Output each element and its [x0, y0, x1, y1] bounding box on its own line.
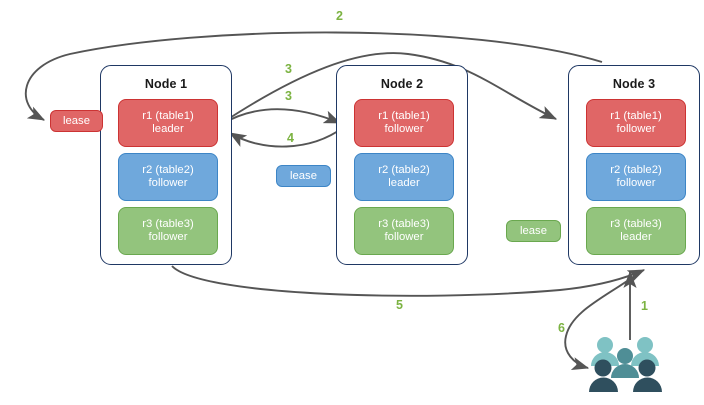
replica-role: follower [616, 123, 656, 135]
lease-badge-r3[interactable]: lease [506, 220, 561, 242]
edge-label-5: 5 [396, 298, 403, 312]
edge-label-4: 4 [287, 131, 294, 145]
replica-role: follower [384, 231, 424, 243]
node-title-node2: Node 2 [380, 77, 424, 91]
replica-role: leader [152, 123, 184, 135]
replica-name: r2 (table2) [378, 163, 430, 176]
edge-label-3-upper: 3 [285, 62, 292, 76]
replica-name: r3 (table3) [142, 217, 194, 230]
replica-node1-r3[interactable]: r3 (table3) follower [118, 207, 218, 255]
replica-role: follower [148, 177, 188, 189]
edge-label-3-lower: 3 [285, 89, 292, 103]
node-container-node3[interactable]: Node 3 r1 (table1) follower r2 (table2) … [568, 65, 700, 265]
node-title-node1: Node 1 [144, 77, 188, 91]
edge-label-2: 2 [336, 9, 343, 23]
replica-node2-r3[interactable]: r3 (table3) follower [354, 207, 454, 255]
replica-role: follower [384, 123, 424, 135]
replica-node3-r2[interactable]: r2 (table2) follower [586, 153, 686, 201]
node-container-node2[interactable]: Node 2 r1 (table1) follower r2 (table2) … [336, 65, 468, 265]
replica-node1-r2[interactable]: r2 (table2) follower [118, 153, 218, 201]
replica-role: leader [388, 177, 420, 189]
replica-name: r3 (table3) [610, 217, 662, 230]
replica-node2-r2[interactable]: r2 (table2) leader [354, 153, 454, 201]
replica-node1-r1[interactable]: r1 (table1) leader [118, 99, 218, 147]
lease-badge-r1[interactable]: lease [50, 110, 103, 132]
users-group-icon [589, 337, 662, 392]
replica-role: leader [620, 231, 652, 243]
replica-name: r2 (table2) [610, 163, 662, 176]
replica-name: r2 (table2) [142, 163, 194, 176]
edge-3-lower-path [221, 108, 342, 125]
replica-node3-r1[interactable]: r1 (table1) follower [586, 99, 686, 147]
replica-role: follower [148, 231, 188, 243]
replica-name: r1 (table1) [378, 109, 430, 122]
edge-5-path [171, 265, 646, 297]
lease-badge-r2[interactable]: lease [276, 165, 331, 187]
replica-name: r1 (table1) [610, 109, 662, 122]
edge-label-6: 6 [558, 321, 565, 335]
edge-label-1: 1 [641, 299, 648, 313]
replica-node3-r3[interactable]: r3 (table3) leader [586, 207, 686, 255]
replica-role: follower [616, 177, 656, 189]
node-container-node1[interactable]: Node 1 r1 (table1) leader r2 (table2) fo… [100, 65, 232, 265]
replica-name: r3 (table3) [378, 217, 430, 230]
replica-node2-r1[interactable]: r1 (table1) follower [354, 99, 454, 147]
replica-name: r1 (table1) [142, 109, 194, 122]
node-title-node3: Node 3 [612, 77, 656, 91]
